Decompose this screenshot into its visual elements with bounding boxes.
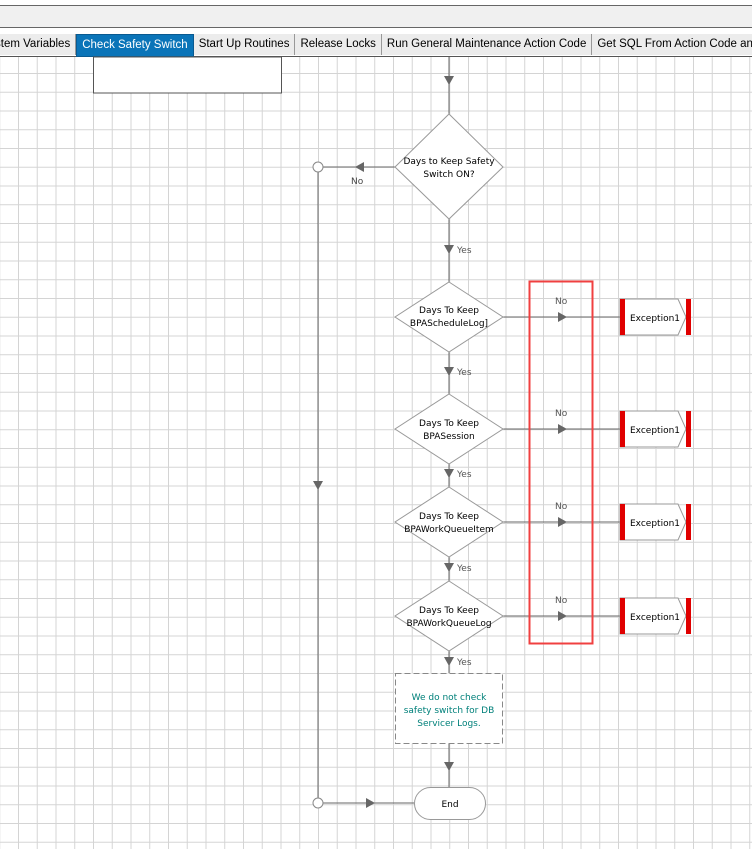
- arrow-down-icon: [444, 657, 454, 666]
- decision-work-queue-item[interactable]: Days To Keep BPAWorkQueueItem: [394, 486, 504, 558]
- tab-get-sql[interactable]: Get SQL From Action Code and: [592, 34, 752, 55]
- decision-label: Days To Keep: [419, 306, 479, 316]
- note-text: safety switch for DB: [404, 706, 495, 716]
- note-box[interactable]: We do not check safety switch for DB Ser…: [395, 673, 503, 744]
- page-tabs: stem Variables Check Safety Switch Start…: [0, 34, 752, 57]
- yes-label: Yes: [456, 564, 472, 574]
- tab-release-locks[interactable]: Release Locks: [295, 34, 382, 55]
- decision-session[interactable]: Days To Keep BPASession: [394, 393, 504, 465]
- arrow-right-icon: [558, 517, 567, 527]
- exception-stage[interactable]: Exception1: [619, 410, 691, 448]
- arrow-right-icon: [366, 798, 375, 808]
- exception-label: Exception1: [630, 314, 680, 324]
- no-label: No: [351, 177, 364, 187]
- highlight-box: [528, 280, 594, 645]
- arrow-down-icon: [444, 367, 454, 376]
- exception-stage[interactable]: Exception1: [619, 597, 691, 635]
- tab-start-up-routines[interactable]: Start Up Routines: [193, 34, 296, 55]
- exception-label: Exception1: [630, 519, 680, 529]
- decision-label: Days To Keep: [419, 419, 479, 429]
- no-label: No: [555, 409, 568, 419]
- decision-label: Switch ON?: [423, 170, 474, 180]
- yes-label: Yes: [456, 368, 472, 378]
- toolbar: [0, 5, 752, 28]
- no-label: No: [555, 502, 568, 512]
- yes-label: Yes: [456, 658, 472, 668]
- decision-label: Days to Keep Safety: [403, 157, 495, 167]
- yes-label: Yes: [456, 246, 472, 256]
- arrow-down-icon: [444, 762, 454, 771]
- decision-label: BPAWorkQueueLog: [406, 619, 491, 629]
- note-text: Servicer Logs.: [417, 719, 480, 729]
- flow-canvas[interactable]: [0, 57, 752, 849]
- arrow-left-icon: [355, 162, 364, 172]
- exception-label: Exception1: [630, 613, 680, 623]
- arrowheads: [313, 76, 567, 808]
- exception-stage[interactable]: Exception1: [619, 298, 691, 336]
- exception-label: Exception1: [630, 426, 680, 436]
- end-stage[interactable]: End: [414, 787, 486, 820]
- decision-label: Days To Keep: [419, 512, 479, 522]
- no-label: No: [555, 297, 568, 307]
- decision-label: BPAWorkQueueItem: [404, 525, 494, 535]
- title-area: [0, 0, 752, 5]
- arrow-down-icon: [313, 481, 323, 490]
- tab-check-safety-switch[interactable]: Check Safety Switch: [76, 34, 194, 57]
- decision-label: BPASession: [423, 432, 475, 442]
- decision-schedule-log[interactable]: Days To Keep BPAScheduleLog]: [394, 281, 504, 353]
- arrow-down-icon: [444, 469, 454, 478]
- decision-label: Days To Keep: [419, 606, 479, 616]
- yes-labels: Yes Yes Yes Yes Yes: [456, 246, 472, 668]
- no-labels: No No No No: [555, 297, 568, 606]
- decision-safety-switch[interactable]: Days to Keep Safety Switch ON?: [394, 113, 504, 220]
- end-label: End: [441, 800, 458, 810]
- no-label: No: [555, 596, 568, 606]
- yes-label: Yes: [456, 470, 472, 480]
- arrow-right-icon: [558, 312, 567, 322]
- arrow-down-icon: [444, 563, 454, 572]
- tab-run-general-maintenance[interactable]: Run General Maintenance Action Code: [381, 34, 593, 55]
- anchor-point[interactable]: [312, 797, 324, 809]
- anchor-point[interactable]: [312, 161, 324, 173]
- arrow-down-icon: [444, 76, 454, 85]
- tab-system-variables[interactable]: stem Variables: [0, 34, 77, 55]
- decision-label: BPAScheduleLog]: [410, 319, 488, 329]
- start-stage-box[interactable]: [93, 56, 282, 94]
- arrow-right-icon: [558, 424, 567, 434]
- decision-work-queue-log[interactable]: Days To Keep BPAWorkQueueLog: [394, 580, 504, 652]
- note-text: We do not check: [412, 693, 488, 703]
- arrow-right-icon: [558, 611, 567, 621]
- exception-stage[interactable]: Exception1: [619, 503, 691, 541]
- arrow-down-icon: [444, 245, 454, 254]
